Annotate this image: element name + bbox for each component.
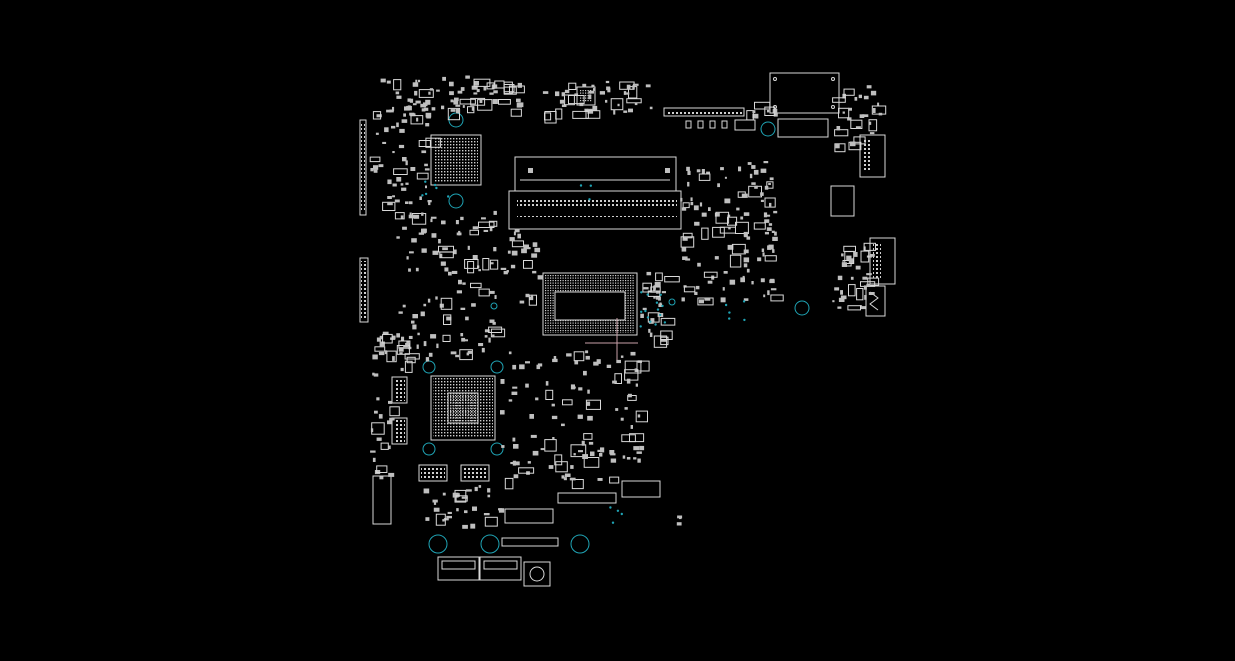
smd-components xyxy=(369,75,887,529)
mounting-hole[interactable] xyxy=(490,442,504,456)
test-points xyxy=(421,180,746,524)
mounting-hole[interactable] xyxy=(448,193,464,209)
left-edge-connector-top[interactable] xyxy=(359,119,367,216)
left-bottom-connector[interactable] xyxy=(372,475,392,525)
vram-chips[interactable] xyxy=(391,376,490,482)
cpu-package[interactable] xyxy=(542,272,638,336)
mounting-hole[interactable] xyxy=(570,534,590,554)
mounting-hole[interactable] xyxy=(490,360,504,374)
mounting-holes xyxy=(422,112,810,554)
right-edge-connector-c[interactable] xyxy=(865,285,886,317)
gpu-package[interactable] xyxy=(430,375,496,441)
bottom-jack[interactable] xyxy=(523,561,551,587)
right-edge-box[interactable] xyxy=(830,185,855,217)
memory-slot[interactable] xyxy=(508,156,682,230)
right-edge-connector-b[interactable] xyxy=(869,237,896,285)
bga-chip-top-left[interactable] xyxy=(430,134,482,186)
mounting-hole[interactable] xyxy=(422,360,436,374)
highlighted-trace xyxy=(585,318,638,360)
bottom-usb-port-a[interactable] xyxy=(437,556,480,581)
mounting-hole[interactable] xyxy=(490,302,498,310)
mounting-hole[interactable] xyxy=(794,300,810,316)
mounting-hole[interactable] xyxy=(480,534,500,554)
mounting-hole[interactable] xyxy=(760,121,776,137)
mounting-hole[interactable] xyxy=(422,442,436,456)
mounting-hole[interactable] xyxy=(668,298,676,306)
top-ribbon-connector[interactable] xyxy=(663,107,756,131)
mounting-hole[interactable] xyxy=(428,534,448,554)
top-right-module[interactable] xyxy=(769,72,840,138)
left-edge-connector-mid[interactable] xyxy=(359,257,369,323)
bottom-strip-connector[interactable] xyxy=(501,480,661,547)
bottom-usb-port-b[interactable] xyxy=(479,556,522,581)
right-edge-connector-a[interactable] xyxy=(859,134,886,178)
